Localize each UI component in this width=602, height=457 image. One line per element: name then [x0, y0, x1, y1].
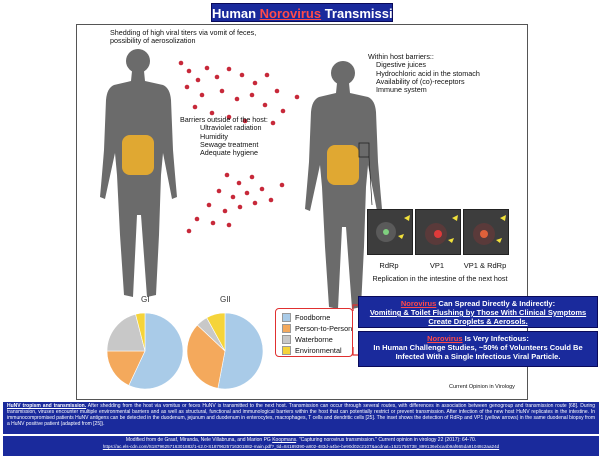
- infected-host-gut: [122, 135, 154, 175]
- legend-swatch: [282, 335, 291, 344]
- outside-barrier-item: Humidity: [200, 131, 228, 141]
- pie-slice-gi-foodborne: [128, 312, 184, 390]
- next-host-gut: [327, 145, 359, 185]
- info-box-highlight: Norovirus: [400, 299, 437, 308]
- pie-title-gi: GI: [141, 295, 150, 304]
- figure-caption: HuNV tropism and transmission. After she…: [3, 402, 599, 434]
- legend-label: Waterborne: [295, 335, 333, 344]
- caption-lead: HuNV tropism and transmission.: [7, 403, 87, 409]
- within-host-item: Availability of (co)-receptors: [376, 76, 465, 86]
- info-box-infectious: Norovirus Is Very Infectious: In Human C…: [358, 331, 598, 367]
- info-box-heading-rest: Can Spread Directly & Indirectly:: [436, 299, 556, 308]
- pie-slice-gii-foodborne: [217, 312, 264, 390]
- info-box-heading-rest: Is Very Infectious:: [462, 334, 529, 343]
- micrograph-rdrp: [367, 209, 413, 255]
- legend-label: Foodborne: [295, 313, 331, 322]
- pie-slice-gi-waterborne: [106, 313, 146, 352]
- pie-legend: Foodborne Person-to-Person Waterborne En…: [275, 308, 353, 357]
- transmission-route-pies: [106, 312, 264, 390]
- within-host-heading: Within host barriers::: [368, 52, 434, 61]
- within-host-item: Hydrochloric acid in the stomach: [376, 68, 480, 78]
- outside-barriers-text: Barriers outside of the host: Ultraviole…: [180, 115, 268, 158]
- credit-prefix: Modified from de Graaf, Miranda, Nele Vi…: [125, 437, 273, 443]
- caption-body: After shedding from the host via vomitus…: [7, 403, 595, 427]
- legend-item-waterborne: Waterborne: [282, 335, 333, 344]
- shedding-line-2: possibility of aerosolization: [110, 36, 196, 46]
- info-box-body: In Human Challenge Studies, ~50% of Volu…: [373, 343, 583, 361]
- title-suffix: Transmission: [321, 6, 409, 21]
- shedding-text: Shedding of high viral titers via vomit …: [110, 28, 257, 46]
- pie-title-gii: GII: [220, 295, 231, 304]
- legend-swatch: [282, 324, 291, 333]
- micrograph-label: RdRp: [379, 261, 399, 270]
- legend-item-person-to-person: Person-to-Person: [282, 324, 352, 333]
- inset-connector-line: [368, 156, 373, 206]
- legend-item-foodborne: Foodborne: [282, 313, 330, 322]
- info-box-highlight: Norovirus: [427, 334, 463, 343]
- legend-swatch: [282, 313, 291, 322]
- replication-caption: Replication in the intestine of the next…: [372, 274, 508, 283]
- next-host-silhouette: [305, 61, 382, 309]
- title-prefix: Human: [212, 6, 260, 21]
- infected-host-silhouette: [100, 49, 177, 297]
- outside-barriers-heading: Barriers outside of the host:: [180, 115, 268, 124]
- page-title: Human Norovirus Transmission: [211, 3, 409, 22]
- micrograph-label: VP1 & RdRp: [463, 261, 507, 270]
- micrograph-label: VP1: [429, 261, 445, 270]
- journal-credit: Current Opinion in Virology: [449, 384, 515, 390]
- credit-middle: . "Capturing norovirus transmission." Cu…: [296, 437, 477, 443]
- title-highlight: Norovirus: [259, 6, 322, 21]
- outside-barrier-item: Ultraviolet radiation: [200, 123, 262, 133]
- credit-url-link[interactable]: https://ac.els-cdn.com/S1879625716301882…: [102, 443, 500, 449]
- legend-swatch: [282, 346, 291, 355]
- info-box-spread: Norovirus Can Spread Directly & Indirect…: [358, 296, 598, 328]
- credit-author: Koopmans: [272, 437, 297, 443]
- body-silhouettes-illustration: [100, 49, 382, 309]
- pie-slice-gii-environmental: [206, 312, 226, 352]
- source-credit: Modified from de Graaf, Miranda, Nele Vi…: [3, 436, 599, 456]
- legend-label: Person-to-Person: [295, 324, 353, 333]
- gut-inset-marker: [358, 142, 370, 158]
- outside-barrier-item: Adequate hygiene: [200, 148, 258, 158]
- shedding-line-1: Shedding of high viral titers via vomit …: [110, 28, 257, 37]
- micrograph-vp1-rdrp: [463, 209, 509, 255]
- within-host-text: Within host barriers:: Digestive juices …: [368, 52, 480, 95]
- info-box-heading: Norovirus Can Spread Directly & Indirect…: [359, 299, 597, 308]
- transmission-figure: Shedding of high viral titers via vomit …: [76, 24, 528, 400]
- legend-item-environmental: Environmental: [282, 346, 342, 355]
- virus-particles: [178, 60, 300, 234]
- outside-barrier-item: Sewage treatment: [200, 139, 259, 149]
- credit-citation: Modified from de Graaf, Miranda, Nele Vi…: [7, 437, 595, 444]
- pie-slice-gi-environmental: [135, 312, 146, 352]
- within-host-item: Immune system: [376, 85, 427, 95]
- info-box-heading: Norovirus Is Very Infectious:: [359, 334, 597, 343]
- pie-slice-gi-person-to-person: [106, 350, 146, 386]
- micrograph-vp1: [415, 209, 461, 255]
- pie-slice-gii-person-to-person: [186, 324, 226, 389]
- legend-label: Environmental: [295, 346, 342, 355]
- within-host-item: Digestive juices: [376, 60, 426, 70]
- info-box-body: Vomiting & Toilet Flushing by Those With…: [369, 308, 587, 326]
